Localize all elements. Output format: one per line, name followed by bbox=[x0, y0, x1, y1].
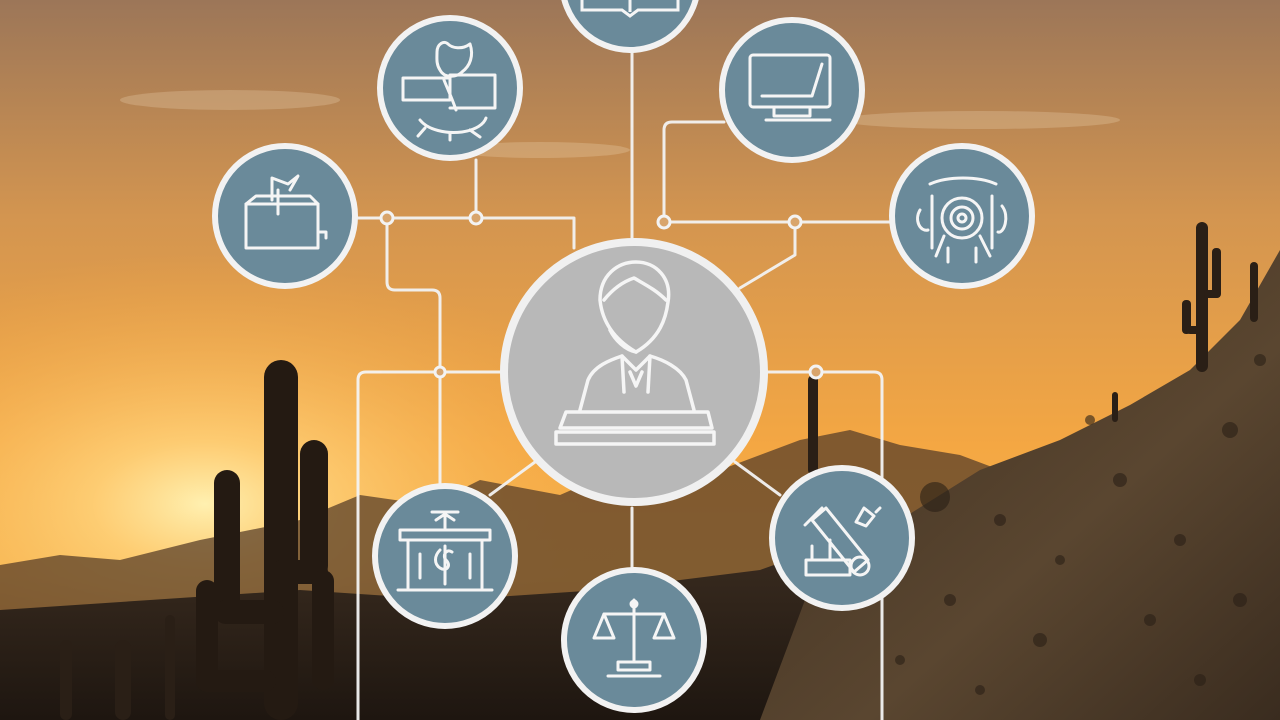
diagram-nodes bbox=[212, 0, 1035, 713]
small-cacti bbox=[60, 222, 1258, 720]
person-at-podium-icon bbox=[554, 260, 716, 446]
clouds bbox=[120, 90, 1120, 158]
ballot-box-icon bbox=[244, 174, 328, 250]
line-left-bus bbox=[353, 216, 576, 250]
podium-lectern-icon bbox=[396, 510, 494, 592]
line-right-long bbox=[764, 370, 884, 720]
node-top-right[interactable] bbox=[719, 17, 865, 163]
book-icon bbox=[580, 0, 680, 18]
scales-of-justice-icon bbox=[592, 598, 676, 678]
saguaro-cactus bbox=[196, 360, 334, 720]
node-top[interactable] bbox=[561, 0, 699, 53]
center-node[interactable] bbox=[500, 238, 768, 506]
node-top-left[interactable] bbox=[377, 15, 523, 161]
computer-monitor-icon bbox=[748, 53, 832, 122]
hill-shrubs bbox=[895, 354, 1266, 695]
node-bottom[interactable] bbox=[561, 567, 707, 713]
line-top-right bbox=[662, 120, 726, 224]
line-left-long bbox=[356, 370, 507, 720]
line-bottom-left bbox=[488, 460, 537, 497]
line-left-branch bbox=[385, 216, 442, 490]
right-hill bbox=[760, 250, 1280, 720]
target-tools-icon bbox=[916, 176, 1008, 264]
node-left[interactable] bbox=[212, 143, 358, 289]
connector-lines bbox=[353, 43, 894, 720]
node-bottom-right[interactable] bbox=[769, 465, 915, 611]
person-at-desk-icon bbox=[401, 40, 497, 142]
gavel-tools-icon bbox=[803, 506, 882, 577]
line-right-branch bbox=[738, 220, 797, 290]
line-bottom-right bbox=[733, 460, 782, 497]
node-bottom-left[interactable] bbox=[372, 483, 518, 629]
connector-joints bbox=[379, 210, 824, 380]
node-right[interactable] bbox=[889, 143, 1035, 289]
